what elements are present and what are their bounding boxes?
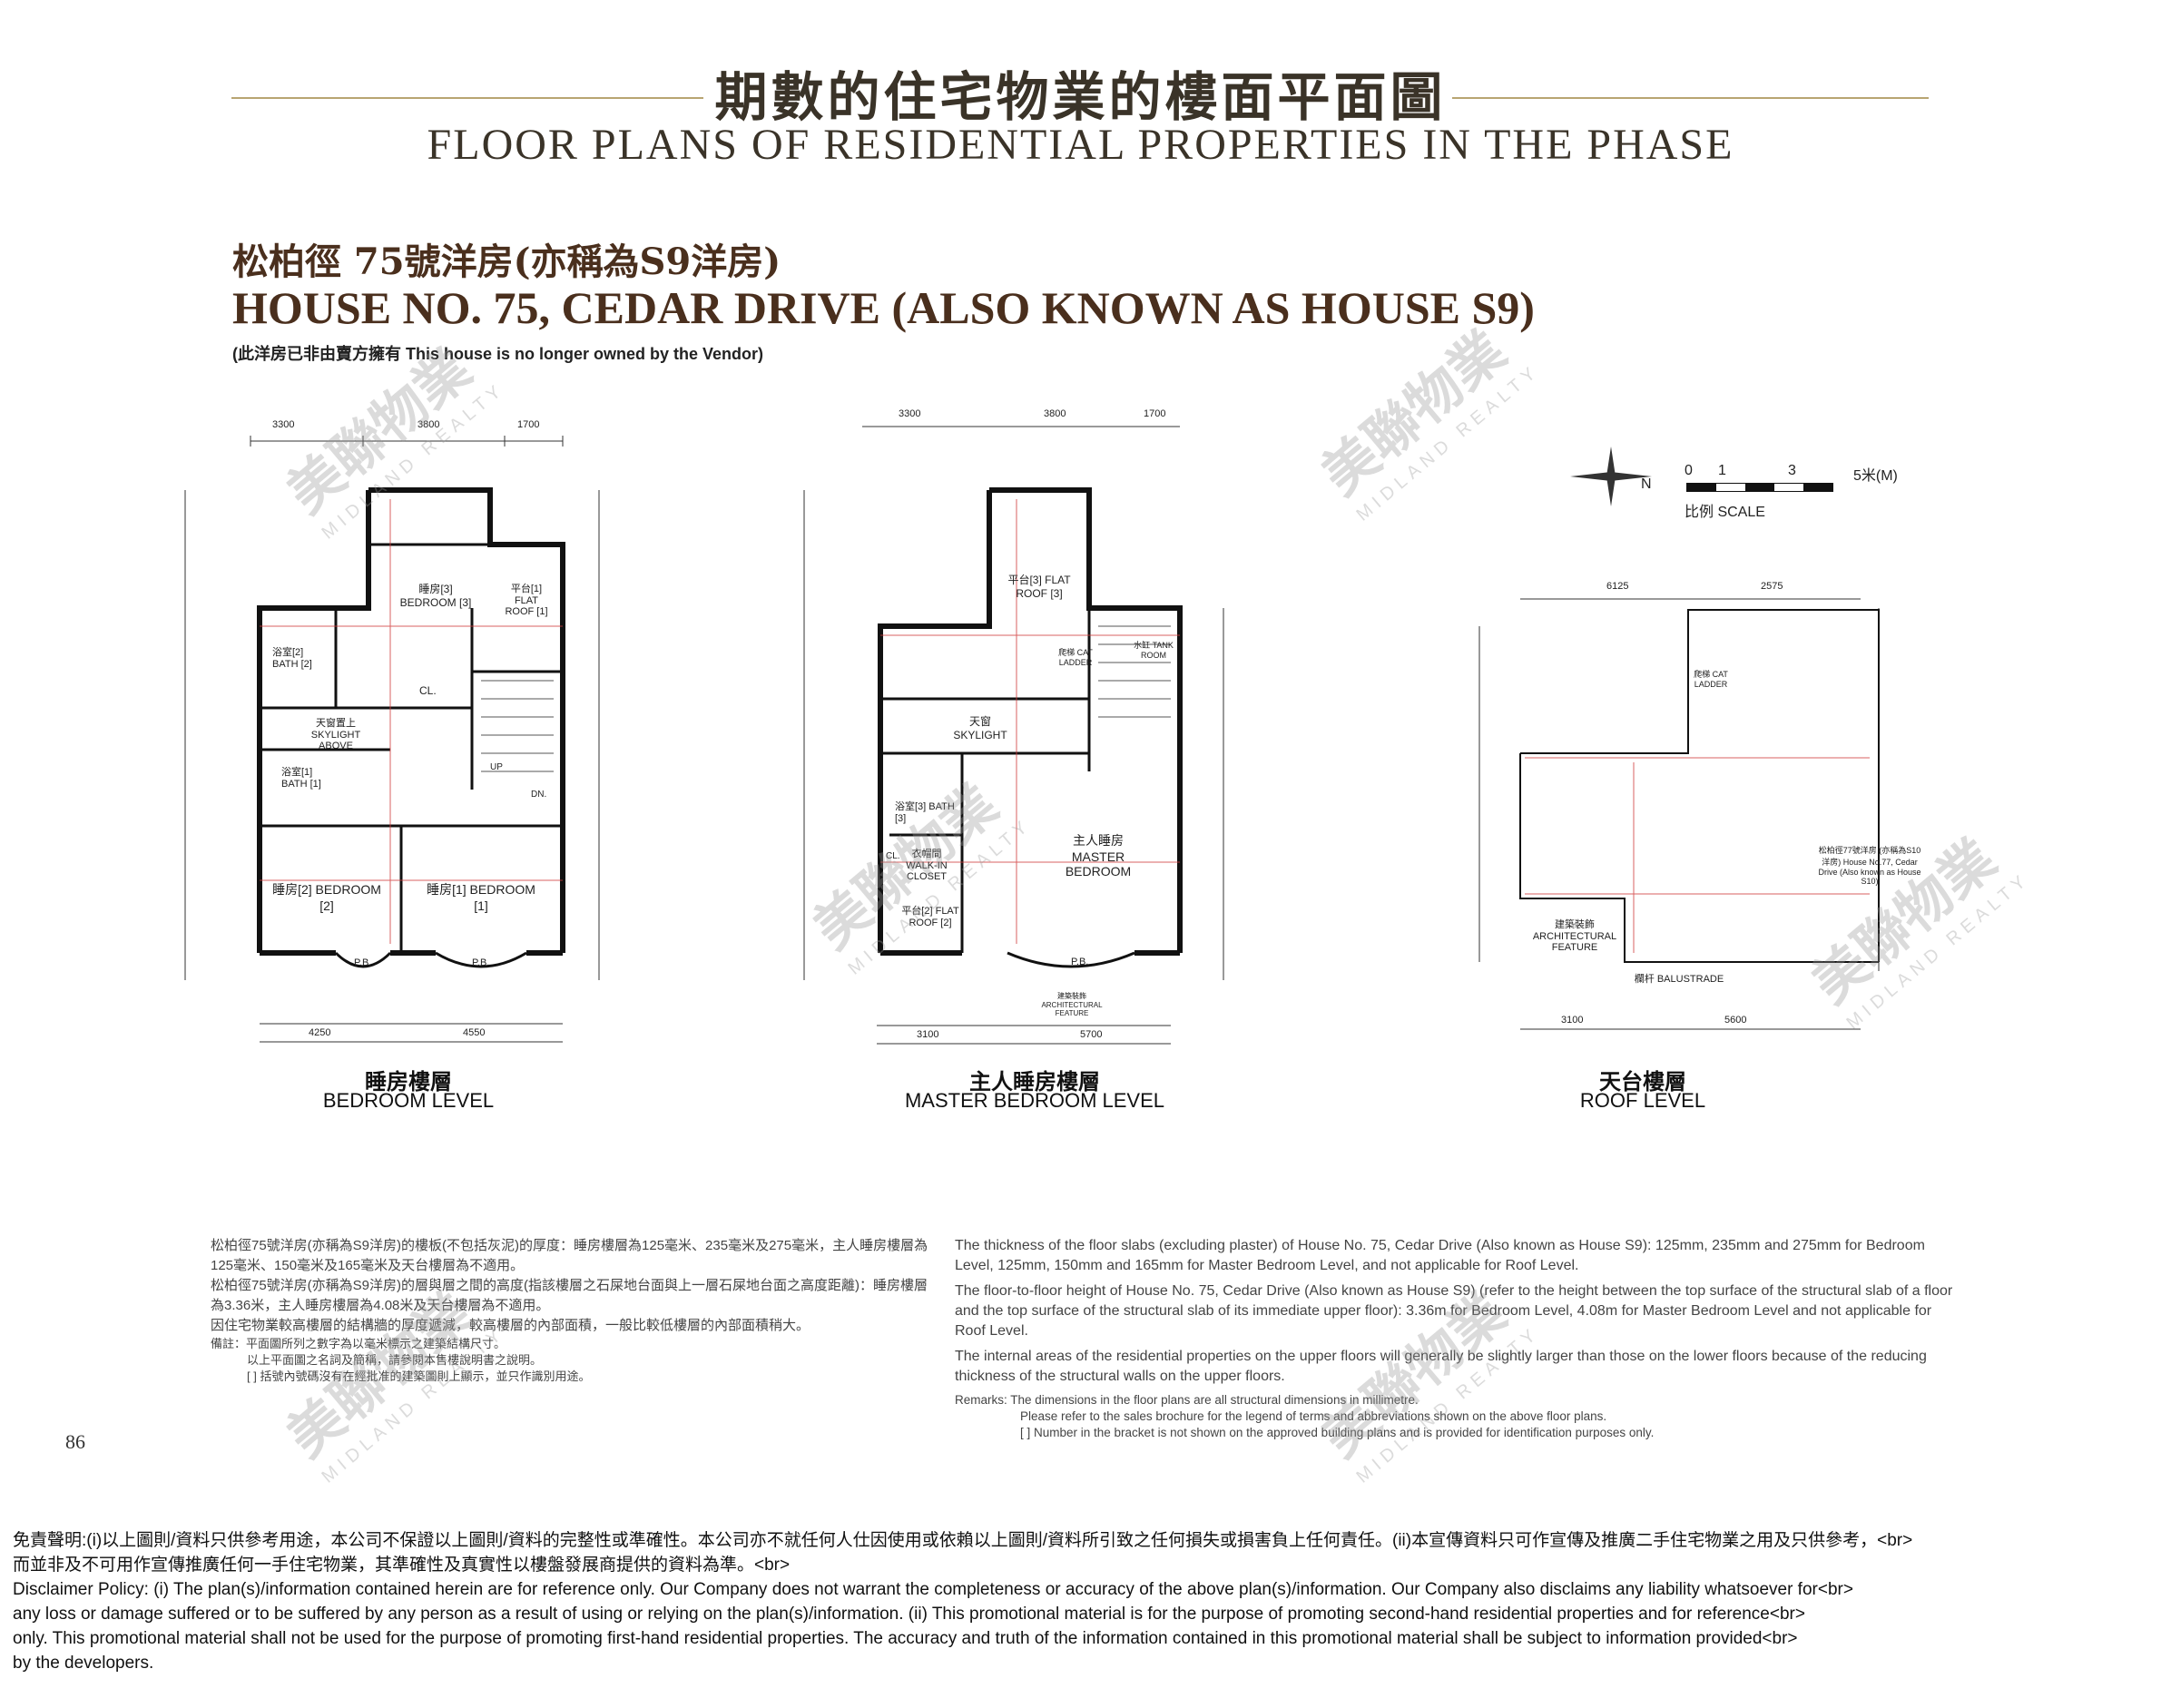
note-en-2: The floor-to-floor height of House No. 7… xyxy=(955,1283,1953,1339)
master-level-label-en: MASTER BEDROOM LEVEL xyxy=(904,1089,1165,1112)
page-title-zh: 期數的住宅物業的樓面平面圖 xyxy=(714,66,1447,128)
bay-window-2: P.B. xyxy=(472,957,490,968)
roof-arch-feature: 建築裝飾 ARCHITECTURAL FEATURE xyxy=(1532,919,1617,953)
roof-balustrade: 欄杆 BALUSTRADE xyxy=(1634,974,1724,985)
north-label: N xyxy=(1641,476,1652,492)
page-number: 86 xyxy=(65,1430,85,1453)
disclaimer-en-4: by the developers. xyxy=(13,1654,154,1673)
disclaimer-en-3: only. This promotional material shall no… xyxy=(13,1629,1798,1648)
disclaimer-zh-2: 而並非及不可用作宣傳推廣任何一手住宅物業，其準確性及真實性以樓盤發展商提供的資料… xyxy=(13,1556,791,1575)
disclaimer-zh-1: 免責聲明:(i)以上圖則/資料只供參考用途，本公司不保證以上圖則/資料的完整性或… xyxy=(13,1531,1913,1550)
disclaimer-en-2: any loss or damage suffered or to be suf… xyxy=(13,1605,1805,1624)
note-en-1: The thickness of the floor slabs (exclud… xyxy=(955,1238,1925,1273)
dim-top-1: 3300 xyxy=(272,419,295,430)
remark-zh-3: [ ] 括號內號碼沒有在經批准的建築圖則上顯示，並只作識別用途。 xyxy=(247,1369,591,1383)
dim-bottom-2: 5700 xyxy=(1080,1029,1103,1040)
house-title-en: HOUSE NO. 75, CEDAR DRIVE (ALSO KNOWN AS… xyxy=(232,282,1535,333)
note-zh-3: 因住宅物業較高樓層的結構牆的厚度遞減，較高樓層的內部面積，一般比較低樓層的內部面… xyxy=(211,1318,810,1333)
room-cat-ladder: 爬梯 CAT LADDER xyxy=(1058,648,1093,667)
bedroom-level-label-en: BEDROOM LEVEL xyxy=(322,1089,495,1112)
room-bedroom2: 睡房[2] BEDROOM [2] xyxy=(272,882,381,913)
scale-label: 比例 SCALE xyxy=(1685,505,1765,520)
note-zh-1: 松柏徑75號洋房(亦稱為S9洋房)的樓板(不包括灰泥)的厚度：睡房樓層為125毫… xyxy=(211,1238,928,1273)
north-arrow xyxy=(1561,445,1652,508)
stair-up: UP xyxy=(490,762,503,772)
dim-top-1: 3300 xyxy=(899,408,921,419)
dim-top-3: 1700 xyxy=(1144,408,1166,419)
master-level-label-zh: 主人睡房樓層 xyxy=(969,1070,1100,1094)
room-bedroom3: 睡房[3] BEDROOM [3] xyxy=(399,583,472,609)
room-bath3: 浴室[3] BATH [3] xyxy=(895,801,955,824)
ownership-note: (此洋房已非由賣方擁有 This house is no longer owne… xyxy=(232,345,764,363)
room-skylight: 天窗置上 SKYLIGHT ABOVE xyxy=(310,718,361,751)
dim-bottom-1: 3100 xyxy=(1561,1015,1584,1026)
dim-bottom-1: 4250 xyxy=(309,1027,331,1038)
room-skylight: 天窗 SKYLIGHT xyxy=(953,715,1007,741)
note-zh-2: 松柏徑75號洋房(亦稱為S9洋房)的層與層之間的高度(指該樓層之石屎地台面與上一… xyxy=(211,1278,928,1313)
compass-icon xyxy=(1570,447,1652,506)
title-rule-right xyxy=(1452,97,1929,99)
room-bedroom1: 睡房[1] BEDROOM [1] xyxy=(427,882,535,913)
roof-level-label-en: ROOF LEVEL xyxy=(1579,1089,1706,1112)
room-tank-room: 水缸 TANK ROOM xyxy=(1134,641,1174,660)
stair-dn: DN. xyxy=(531,790,547,800)
notes-zh: 松柏徑75號洋房(亦稱為S9洋房)的樓板(不包括灰泥)的厚度：睡房樓層為125毫… xyxy=(211,1236,937,1385)
dim-bottom-2: 4550 xyxy=(463,1027,486,1038)
remark-en-3: [ ] Number in the bracket is not shown o… xyxy=(1020,1426,1655,1439)
room-bath2: 浴室[2] BATH [2] xyxy=(272,647,312,670)
scale-tick-0: 0 xyxy=(1685,463,1693,478)
remark-en-1: Remarks: The dimensions in the floor pla… xyxy=(955,1393,1419,1407)
remark-zh-1: 備註：平面圖所列之數字為以毫米標示之建築結構尺寸。 xyxy=(211,1337,506,1350)
dim-top-2: 2575 xyxy=(1761,581,1783,592)
bay-window: P.B. xyxy=(1071,957,1089,967)
disclaimer: 免責聲明:(i)以上圖則/資料只供參考用途，本公司不保證以上圖則/資料的完整性或… xyxy=(13,1528,2150,1675)
room-flat-roof1: 平台[1] FLAT ROOF [1] xyxy=(505,584,548,617)
title-rule-left xyxy=(231,97,703,99)
remark-en-2: Please refer to the sales brochure for t… xyxy=(1020,1409,1607,1423)
bedroom-level-plan: 3300 3800 1700 睡房[3] BEDROOM [3] 平台[1] F… xyxy=(172,408,644,1116)
room-master-bedroom: 主人睡房 MASTER BEDROOM xyxy=(1065,833,1132,879)
bedroom-level-label-zh: 睡房樓層 xyxy=(365,1070,452,1094)
page-title-en: FLOOR PLANS OF RESIDENTIAL PROPERTIES IN… xyxy=(427,121,1734,169)
room-walk-in-closet: 衣帽間 WALK-IN CLOSET xyxy=(906,849,948,882)
house-title-zh: 松柏徑 75號洋房(亦稱為S9洋房) xyxy=(232,240,781,283)
dim-top-2: 3800 xyxy=(1044,408,1066,419)
room-flat-roof2: 平台[2] FLAT ROOF [2] xyxy=(901,906,959,928)
room-closet: CL. xyxy=(886,851,900,861)
dim-top-2: 3800 xyxy=(417,419,440,430)
scale-tick-5: 5米(M) xyxy=(1853,468,1898,484)
disclaimer-en-1: Disclaimer Policy: (i) The plan(s)/infor… xyxy=(13,1580,1853,1599)
room-closet: CL. xyxy=(419,684,437,697)
notes-en: The thickness of the floor slabs (exclud… xyxy=(955,1236,1953,1441)
dim-top-1: 6125 xyxy=(1606,581,1629,592)
master-bedroom-level-plan: 3300 3800 1700 平台[3] FLAT ROOF [3] 爬梯 CA… xyxy=(781,408,1252,1116)
room-bath1: 浴室[1] BATH [1] xyxy=(281,767,321,790)
note-en-3: The internal areas of the residential pr… xyxy=(955,1349,1927,1384)
remark-zh-2: 以上平面圖之名詞及簡稱，請參閱本售樓說明書之說明。 xyxy=(247,1353,543,1367)
arch-feature: 建築裝飾 ARCHITECTURAL FEATURE xyxy=(1041,992,1103,1017)
roof-level-plan: 6125 2575 爬梯 CAT LADDER 松柏徑77號洋房 (亦稱為S10… xyxy=(1452,408,1924,1116)
dim-top-3: 1700 xyxy=(517,419,540,430)
dim-bottom-2: 5600 xyxy=(1724,1015,1747,1026)
roof-level-label-zh: 天台樓層 xyxy=(1599,1070,1686,1094)
neighbour-house: 松柏徑77號洋房 (亦稱為S10洋房) House No.77, Cedar D… xyxy=(1818,846,1921,886)
bay-window-1: P.B. xyxy=(354,957,372,968)
dim-bottom-1: 3100 xyxy=(917,1029,939,1040)
scale-bar xyxy=(1686,483,1833,492)
roof-cat-ladder: 爬梯 CAT LADDER xyxy=(1694,670,1728,689)
scale-tick-3: 3 xyxy=(1788,463,1796,478)
scale-tick-1: 1 xyxy=(1718,463,1726,478)
room-flat-roof3: 平台[3] FLAT ROOF [3] xyxy=(1007,574,1071,600)
